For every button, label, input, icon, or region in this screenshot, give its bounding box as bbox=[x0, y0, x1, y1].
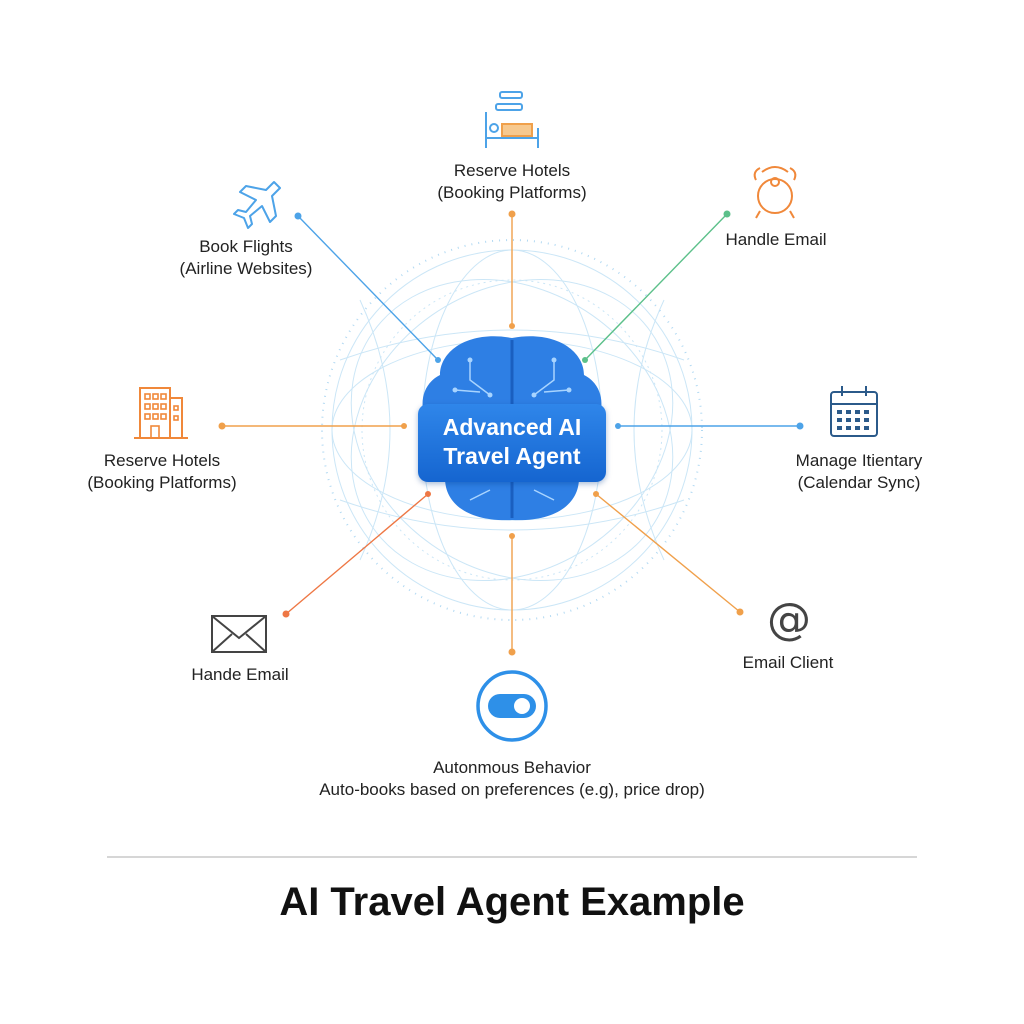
divider-line bbox=[107, 856, 917, 858]
node-right-line1: Manage Itientary bbox=[795, 451, 923, 470]
node-left-line2: (Booking Platforms) bbox=[87, 473, 237, 492]
hotel-bed-icon bbox=[485, 91, 539, 148]
center-title-line1: Advanced AI bbox=[442, 414, 582, 440]
connector-dot-upper-right-inner bbox=[582, 357, 588, 363]
center-title-line2: Travel Agent bbox=[443, 443, 581, 469]
node-bottom-line2: Auto-books based on preferences (e.g), p… bbox=[319, 780, 705, 799]
connector-dot-left-inner bbox=[401, 423, 407, 429]
node-label-right: Manage Itientary (Calendar Sync) bbox=[754, 450, 964, 494]
svg-text:@: @ bbox=[767, 594, 811, 645]
at-sign-icon: @ bbox=[767, 594, 811, 645]
node-label-left: Reserve Hotels (Booking Platforms) bbox=[62, 450, 262, 494]
connector-lower-right bbox=[595, 493, 741, 613]
central-agent-box: Advanced AI Travel Agent bbox=[418, 404, 606, 482]
airplane-icon bbox=[233, 181, 281, 229]
node-label-top: Reserve Hotels (Booking Platforms) bbox=[412, 160, 612, 204]
connector-upper-right bbox=[584, 213, 728, 361]
node-right-line2: (Calendar Sync) bbox=[797, 473, 921, 492]
node-label-upper-left: Book Flights (Airline Websites) bbox=[146, 236, 346, 280]
connector-dot-lower-right-outer bbox=[736, 608, 744, 616]
connector-lines bbox=[218, 210, 804, 656]
connector-upper-left bbox=[297, 215, 439, 361]
node-lower-left-line1: Hande Email bbox=[191, 665, 289, 684]
connector-dot-lower-left-inner bbox=[425, 491, 431, 497]
envelope-icon bbox=[211, 615, 267, 653]
connector-dot-upper-right-outer bbox=[723, 210, 731, 218]
connector-dot-right-outer bbox=[796, 422, 804, 430]
connector-dot-upper-left-outer bbox=[294, 212, 302, 220]
connector-dot-left-outer bbox=[218, 422, 226, 430]
calendar-icon bbox=[830, 386, 878, 437]
connector-dot-upper-left-inner bbox=[435, 357, 441, 363]
node-label-lower-left: Hande Email bbox=[140, 664, 340, 686]
connector-dot-bottom-inner bbox=[509, 533, 515, 539]
node-lower-right-line1: Email Client bbox=[742, 653, 834, 672]
connector-dot-bottom-outer bbox=[508, 648, 516, 656]
connector-dot-lower-left-outer bbox=[282, 610, 290, 618]
node-left-line1: Reserve Hotels bbox=[103, 451, 221, 470]
connector-lower-left bbox=[285, 493, 429, 615]
node-upper-right-line1: Handle Email bbox=[725, 230, 827, 249]
node-upper-left-line2: (Airline Websites) bbox=[179, 259, 313, 278]
connector-dot-top-outer bbox=[508, 210, 516, 218]
alarm-clock-icon bbox=[753, 166, 797, 219]
page-title: AI Travel Agent Example bbox=[279, 880, 745, 924]
node-label-bottom: Autonmous Behavior Auto-books based on p… bbox=[262, 757, 762, 801]
toggle-switch-icon bbox=[476, 670, 548, 742]
node-top-line1: Reserve Hotels bbox=[453, 161, 571, 180]
hotel-building-icon bbox=[134, 387, 188, 439]
node-upper-left-line1: Book Flights bbox=[199, 237, 293, 256]
node-bottom-line1: Autonmous Behavior bbox=[433, 758, 591, 777]
node-label-upper-right: Handle Email bbox=[676, 229, 876, 251]
connector-dot-lower-right-inner bbox=[593, 491, 599, 497]
connector-dot-right-inner bbox=[615, 423, 621, 429]
node-top-line2: (Booking Platforms) bbox=[437, 183, 587, 202]
node-label-lower-right: Email Client bbox=[688, 652, 888, 674]
connector-dot-top-inner bbox=[509, 323, 515, 329]
